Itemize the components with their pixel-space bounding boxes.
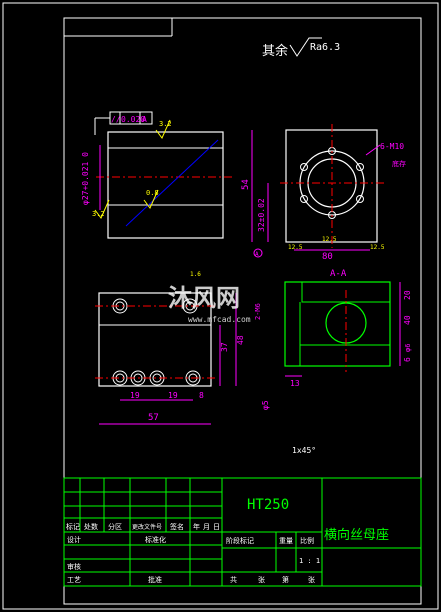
svg-text:其余: 其余 [262, 43, 288, 59]
svg-text:处数: 处数 [84, 522, 98, 531]
svg-text:12.5: 12.5 [322, 236, 337, 243]
svg-text:1 : 1: 1 : 1 [299, 557, 320, 565]
svg-text:20: 20 [403, 290, 412, 300]
svg-text:54: 54 [241, 179, 251, 190]
svg-text:Ra6.3: Ra6.3 [310, 42, 340, 53]
svg-text:更改文件号: 更改文件号 [132, 523, 162, 531]
svg-text:2-M6: 2-M6 [254, 303, 262, 320]
svg-text:标准化: 标准化 [145, 535, 166, 544]
svg-text:φ6: φ6 [404, 344, 412, 352]
svg-text:标记: 标记 [66, 522, 80, 531]
svg-text:13: 13 [290, 379, 300, 388]
svg-text:工艺: 工艺 [67, 576, 81, 584]
tolerance-frame: // 0.020 A [94, 111, 153, 135]
svg-text:比例: 比例 [300, 536, 314, 545]
svg-text:张: 张 [308, 575, 315, 584]
svg-text:审核: 审核 [67, 562, 81, 571]
front-view: // 0.020 A 3.2 0.8 3.2 φ27+0.021 0 [81, 111, 232, 239]
svg-text:12.5: 12.5 [288, 244, 303, 251]
svg-text:分区: 分区 [108, 522, 122, 531]
svg-text:19: 19 [130, 391, 140, 400]
svg-text:月: 月 [203, 523, 210, 531]
svg-text:3.2: 3.2 [92, 210, 105, 218]
svg-text:19: 19 [168, 391, 178, 400]
watermark: 沐风网 www.mfcad.com [168, 284, 251, 324]
svg-text:48: 48 [236, 335, 245, 345]
svg-text:3.2: 3.2 [159, 120, 172, 128]
svg-text:A: A [142, 115, 147, 124]
svg-text:80: 80 [322, 252, 333, 262]
svg-text:40: 40 [403, 315, 412, 325]
svg-text:1.6: 1.6 [190, 271, 201, 278]
title-block-text: HT250 横向丝母座 标记 处数 分区 更改文件号 签名 年 月 日 设计 标… [66, 497, 389, 584]
top-view: 37 48 φ5 19 19 8 57 1.6 2-M6 [95, 271, 270, 425]
inner-frame [63, 17, 422, 605]
svg-text:重量: 重量 [279, 537, 293, 545]
chamfer-note: 1x45° [292, 446, 316, 455]
svg-text:第: 第 [282, 575, 289, 584]
svg-text://: // [111, 115, 121, 124]
svg-text:57: 57 [148, 413, 159, 423]
svg-text:签名: 签名 [170, 522, 184, 531]
svg-text:37: 37 [220, 342, 229, 352]
svg-text:共: 共 [230, 575, 237, 584]
svg-text:HT250: HT250 [247, 497, 289, 513]
svg-text:沐风网: 沐风网 [168, 284, 240, 312]
svg-text:A-A: A-A [330, 269, 347, 279]
svg-text:12.5: 12.5 [370, 244, 385, 251]
svg-text:0.8: 0.8 [146, 189, 159, 197]
svg-text:阶段标记: 阶段标记 [226, 536, 254, 545]
svg-text:6: 6 [403, 357, 412, 362]
svg-text:批准: 批准 [148, 575, 162, 584]
svg-text:底存: 底存 [392, 159, 406, 168]
svg-text:A: A [255, 251, 259, 258]
surface-finish-note: 其余 Ra6.3 [262, 37, 340, 59]
svg-text:年: 年 [193, 522, 200, 531]
svg-text:6-M10: 6-M10 [380, 142, 404, 151]
svg-text:32±0.02: 32±0.02 [257, 198, 266, 232]
svg-text:0.020: 0.020 [121, 115, 145, 124]
svg-text:横向丝母座: 横向丝母座 [324, 527, 389, 543]
side-view: 54 32±0.02 80 6-M10 底存 12.5 12.5 12.5 A [241, 124, 406, 262]
svg-text:φ5: φ5 [261, 400, 270, 410]
section-view: A-A 20 40 6 φ6 13 [284, 269, 412, 388]
svg-text:φ27+0.021 0: φ27+0.021 0 [81, 152, 90, 205]
title-block [63, 477, 422, 587]
svg-text:张: 张 [258, 575, 265, 584]
svg-text:日: 日 [213, 523, 220, 531]
svg-text:www.mfcad.com: www.mfcad.com [188, 315, 251, 324]
svg-text:8: 8 [199, 391, 204, 400]
svg-text:设计: 设计 [67, 535, 81, 544]
